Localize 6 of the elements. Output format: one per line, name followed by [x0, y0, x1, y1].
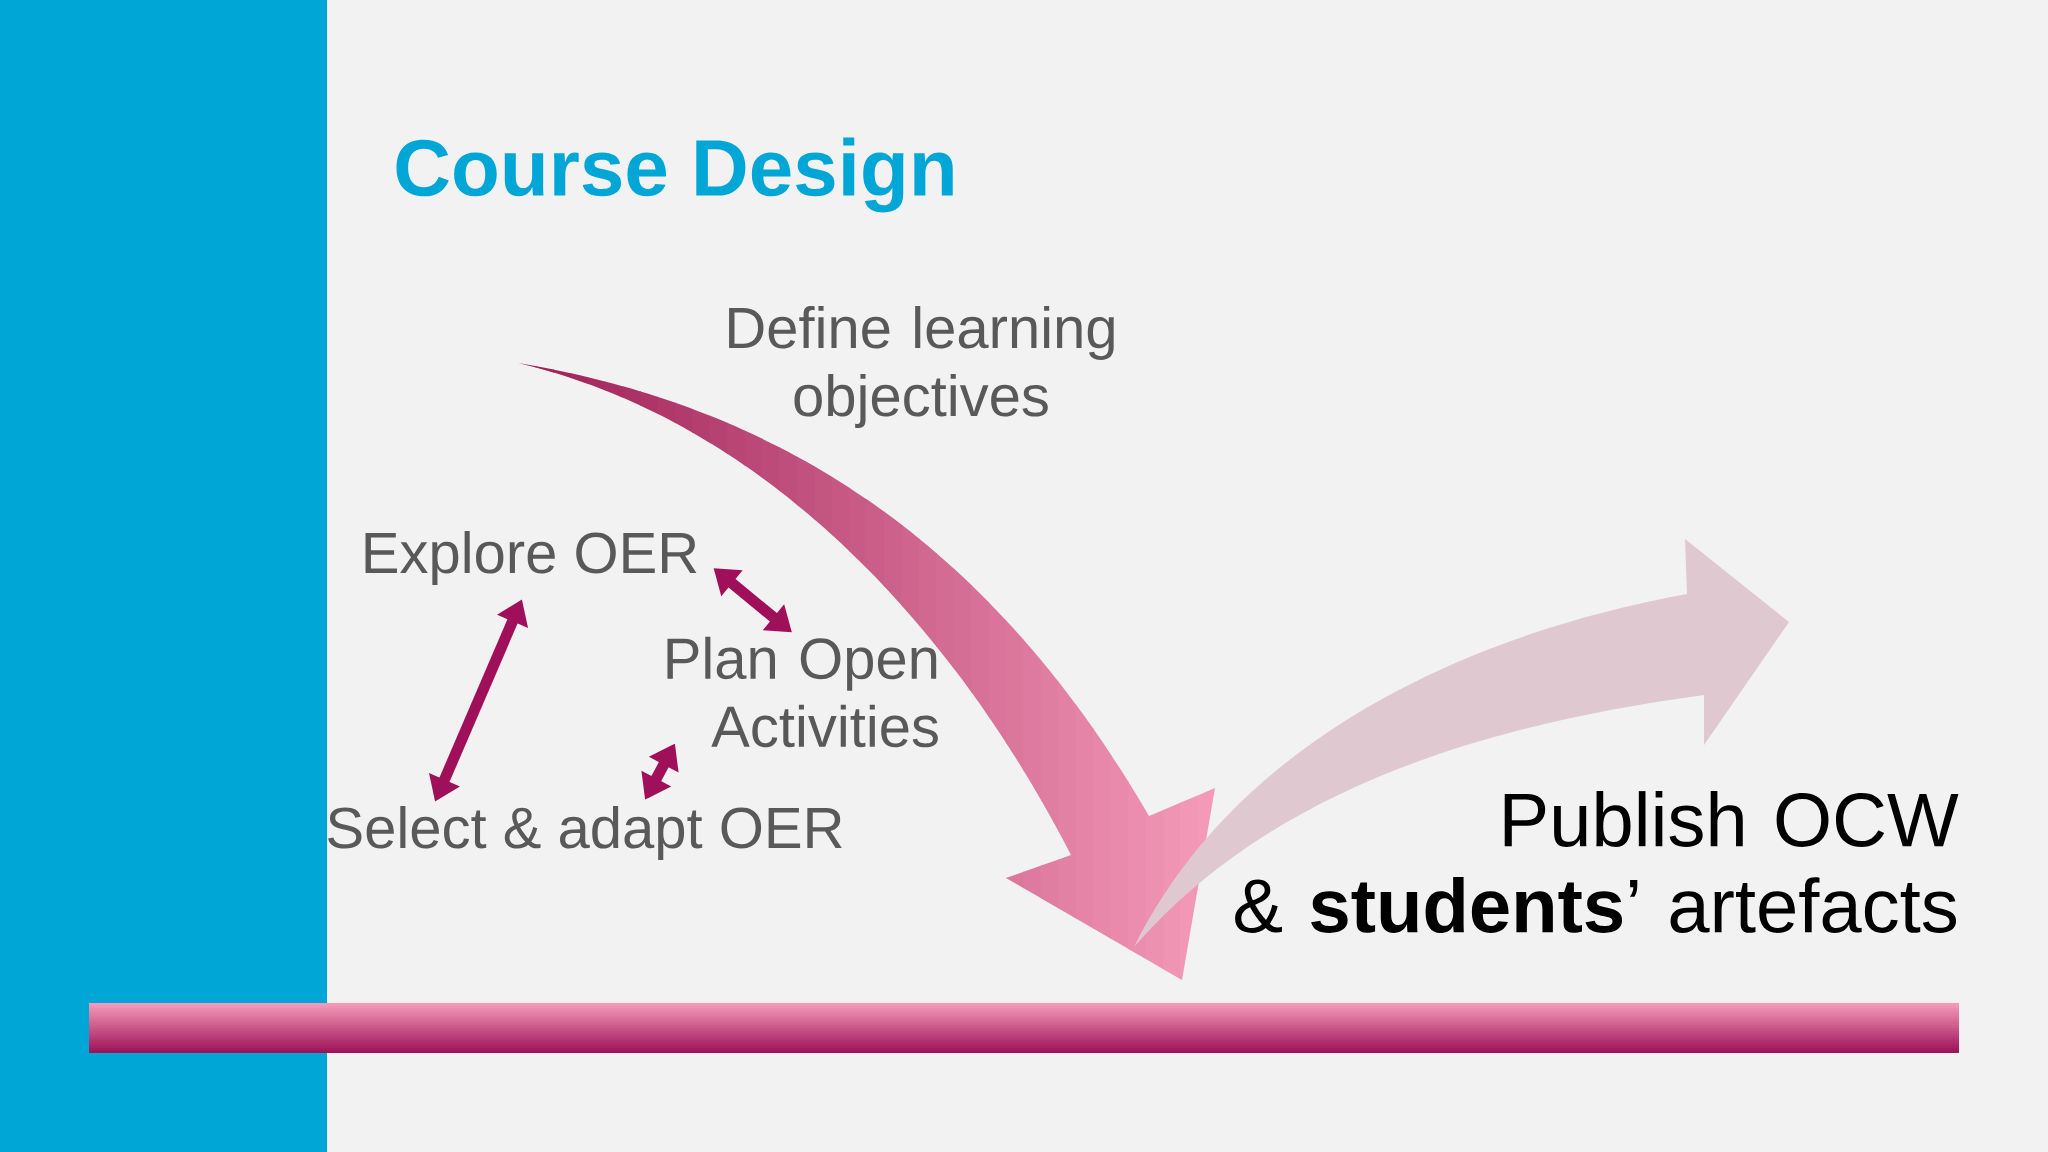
step-label: Explore OER — [365, 530, 697, 586]
step-label: Plan Open Activities — [667, 636, 938, 748]
step-label: Select & adapt OER — [328, 806, 842, 861]
step-label: Define learning objectives — [729, 305, 1114, 429]
title: Course Design — [396, 137, 953, 213]
step-label: Publish OCW & students’ artefacts — [1235, 791, 1959, 933]
